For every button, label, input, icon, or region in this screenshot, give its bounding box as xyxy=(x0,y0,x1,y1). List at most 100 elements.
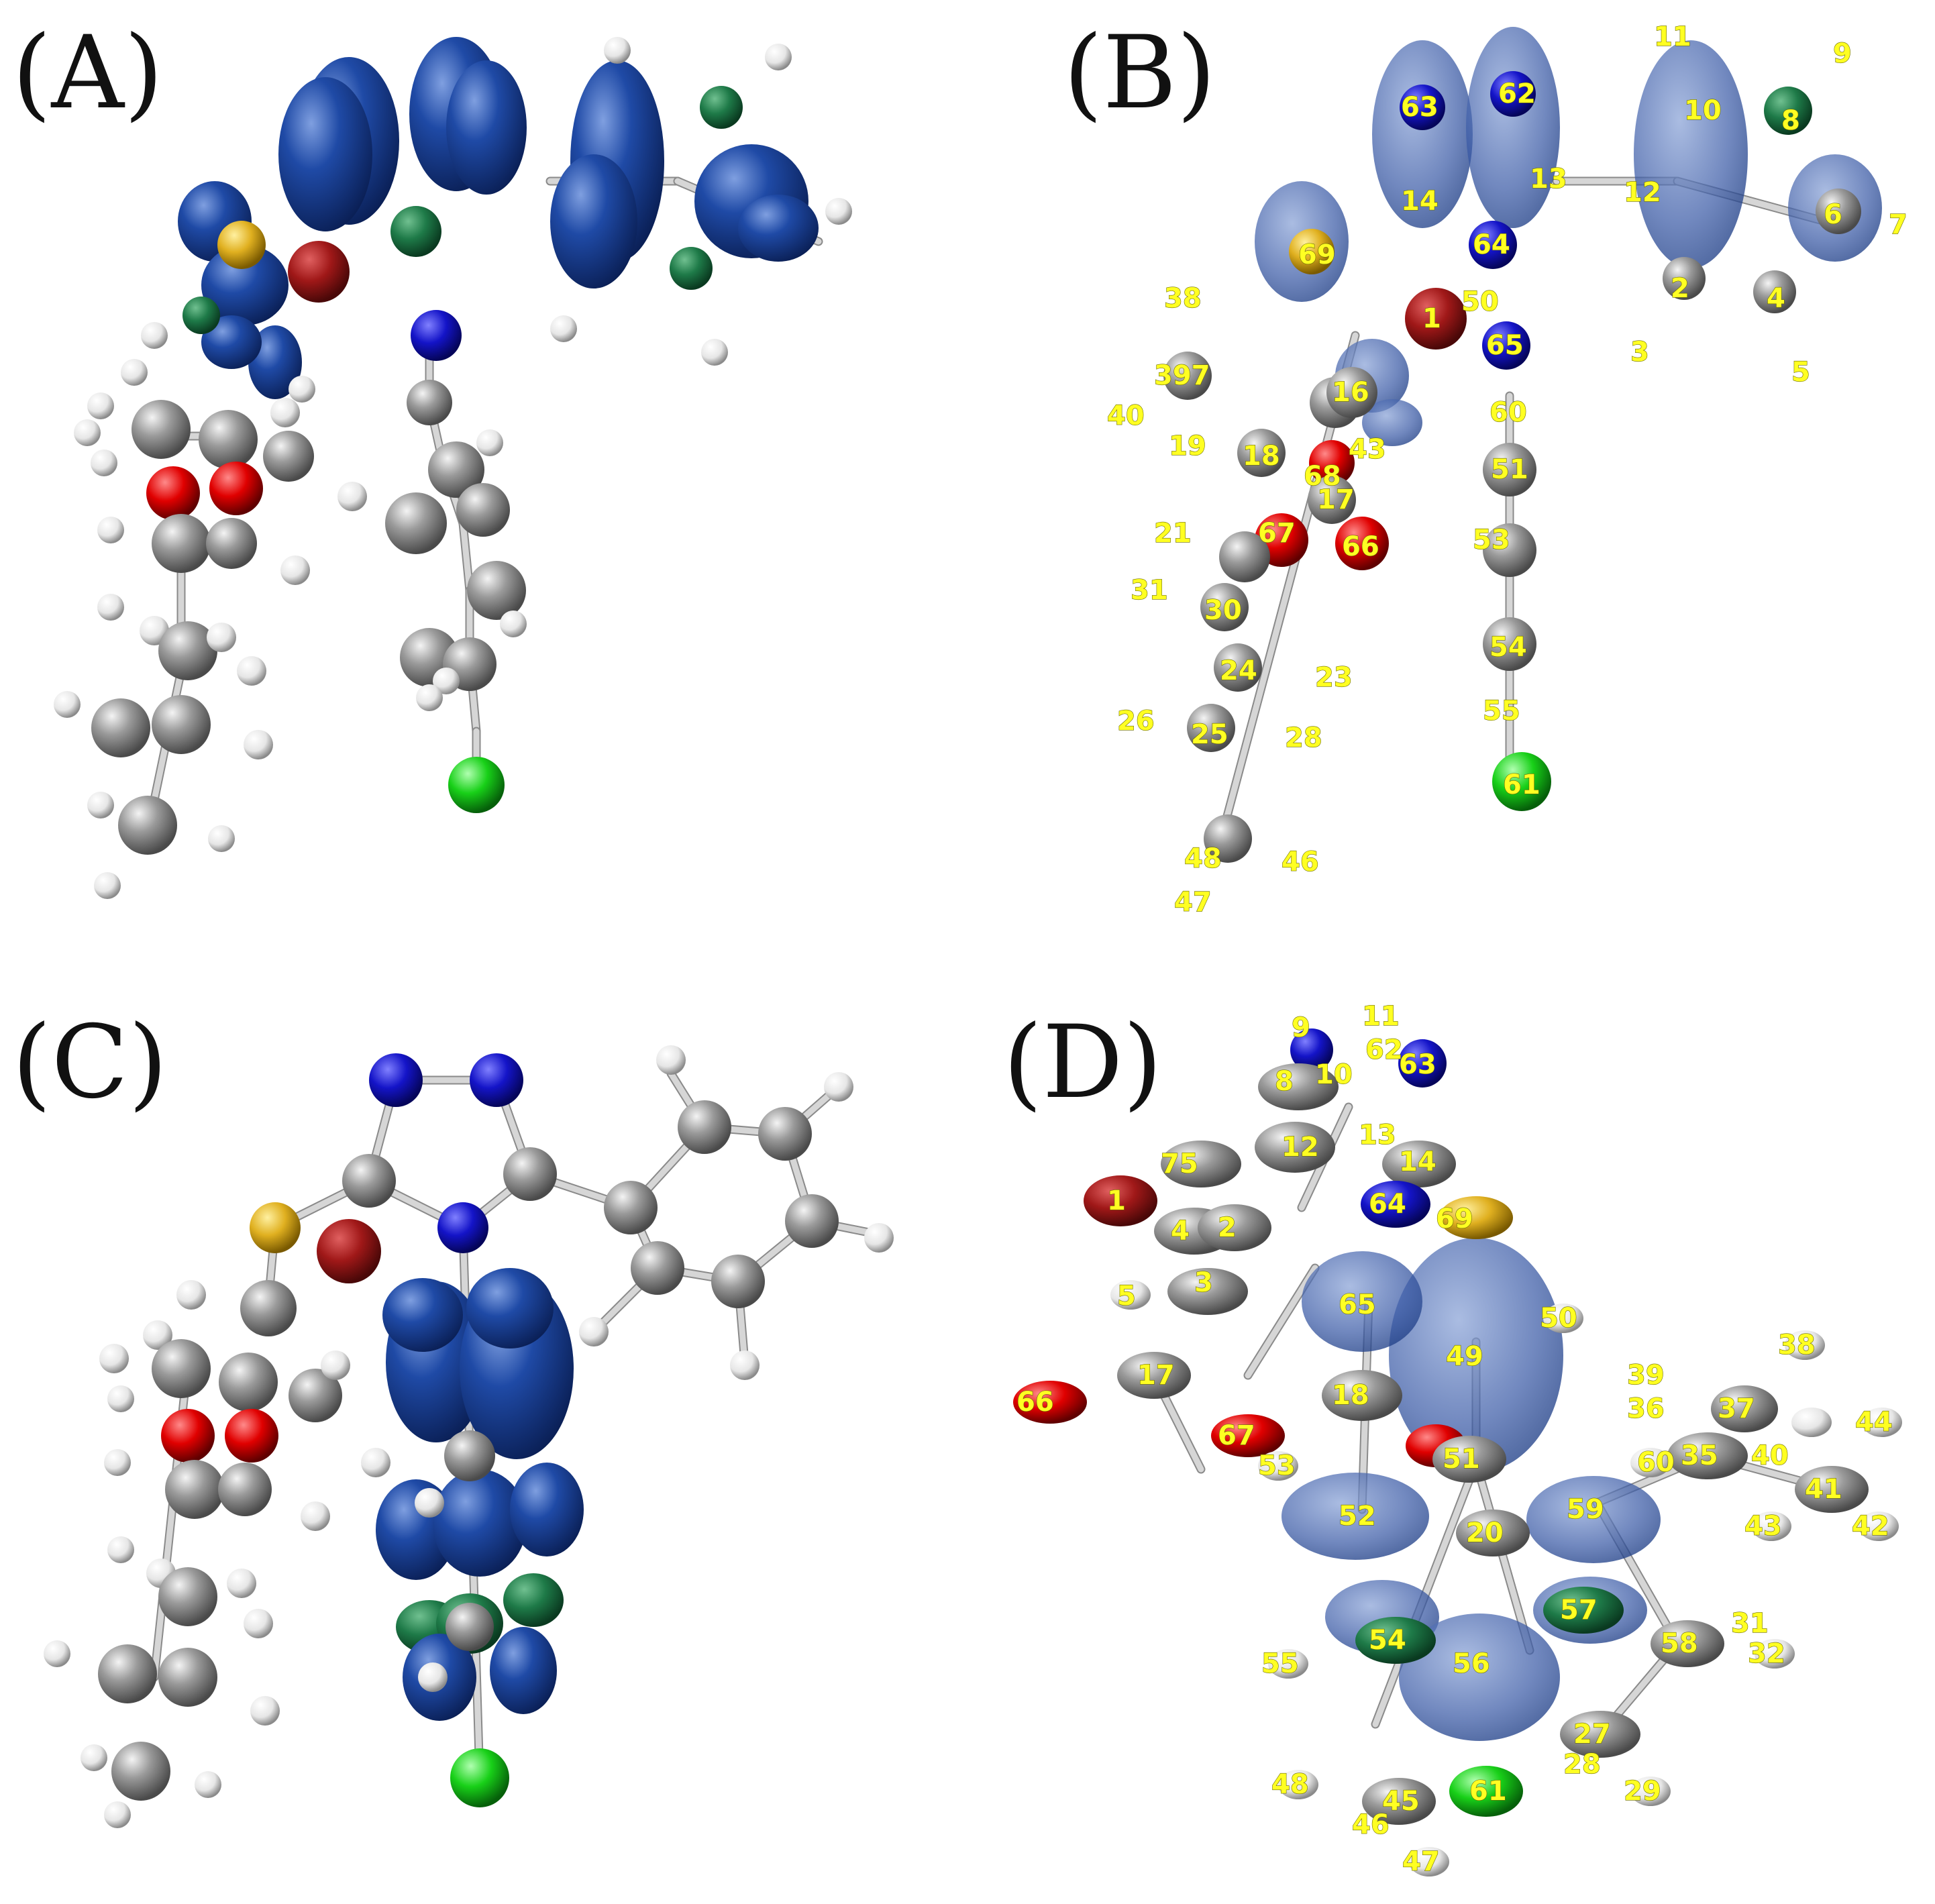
atom-label: 57 xyxy=(1560,1595,1598,1626)
atom-label: 64 xyxy=(1473,229,1510,260)
atom-label: 12 xyxy=(1624,177,1661,208)
atom-label: 68 xyxy=(1304,461,1341,492)
atom-label: 60 xyxy=(1489,397,1527,428)
atom-label: 9 xyxy=(1292,1012,1310,1043)
atom-label: 67 xyxy=(1258,518,1296,549)
atom-label: 30 xyxy=(1204,595,1242,626)
atom-label: 58 xyxy=(1661,1628,1698,1659)
atom-label: 62 xyxy=(1365,1035,1403,1065)
atom-label: 31 xyxy=(1731,1608,1769,1639)
panel-a-atoms xyxy=(54,37,852,899)
atom-label: 42 xyxy=(1852,1511,1889,1542)
atom-label: 48 xyxy=(1271,1769,1309,1800)
atom-label: 5 xyxy=(1791,357,1810,388)
panel-b-molecule: 63 62 11 9 10 8 14 13 12 6 7 69 64 38 1 … xyxy=(1106,21,1907,918)
atom-label: 45 xyxy=(1382,1786,1420,1817)
panel-c-molecule xyxy=(44,1045,894,1828)
atom-label: 40 xyxy=(1107,401,1145,431)
atom-label: 28 xyxy=(1563,1749,1601,1780)
atom-label: 2 xyxy=(1671,273,1689,304)
panel-c-orbital-lobes xyxy=(376,1268,584,1721)
atom-label: 69 xyxy=(1436,1204,1473,1234)
atom-label: 23 xyxy=(1315,662,1353,693)
atom-label: 62 xyxy=(1498,78,1536,109)
atom-label: 66 xyxy=(1342,531,1379,562)
atom-label: 17 xyxy=(1317,484,1355,515)
atom-label: 14 xyxy=(1399,1147,1436,1177)
atom-label: 32 xyxy=(1748,1638,1785,1669)
atom-label: 8 xyxy=(1275,1066,1294,1097)
atom-label: 56 xyxy=(1453,1648,1490,1679)
panel-d-molecule: 9 11 62 63 8 10 12 13 14 75 1 64 69 4 2 … xyxy=(1013,1000,1902,1878)
atom-label: 69 xyxy=(1298,240,1336,270)
atom-label: 44 xyxy=(1855,1407,1893,1438)
atom-label: 59 xyxy=(1567,1494,1604,1525)
atom-label: 53 xyxy=(1473,525,1510,556)
atom-label: 63 xyxy=(1399,1049,1436,1080)
atom-label: 65 xyxy=(1339,1289,1376,1320)
atom-label: 1 xyxy=(1107,1185,1126,1216)
atom-label: 54 xyxy=(1489,632,1527,663)
atom-label: 63 xyxy=(1401,92,1439,123)
panel-a-molecule xyxy=(54,37,852,899)
atom-label: 11 xyxy=(1362,1001,1400,1032)
atom-label: 5 xyxy=(1117,1281,1136,1312)
atom-label: 51 xyxy=(1443,1444,1480,1475)
atom-label: 50 xyxy=(1540,1303,1577,1334)
atom-label: 37 xyxy=(1718,1393,1755,1424)
atom-label: 52 xyxy=(1339,1501,1376,1532)
atom-label: 50 xyxy=(1461,286,1499,317)
atom-label: 9 xyxy=(1833,38,1852,69)
atom-label: 10 xyxy=(1315,1059,1353,1090)
atom-label: 16 xyxy=(1332,377,1369,408)
atom-label: 14 xyxy=(1401,186,1439,217)
panel-d-atoms xyxy=(1013,1028,1902,1876)
panel-label-a: (A) xyxy=(12,15,163,131)
atom-label: 51 xyxy=(1491,454,1528,485)
atom-label: 18 xyxy=(1332,1380,1369,1411)
atom-label: 7 xyxy=(1889,209,1907,240)
atom-label: 31 xyxy=(1131,575,1168,606)
atom-label: 8 xyxy=(1781,105,1800,136)
panel-d-atom-labels: 9 11 62 63 8 10 12 13 14 75 1 64 69 4 2 … xyxy=(1016,1000,1893,1877)
atom-label: 19 xyxy=(1169,431,1206,462)
atom-label: 47 xyxy=(1174,887,1212,918)
atom-label: 65 xyxy=(1486,330,1524,361)
atom-label: 41 xyxy=(1805,1474,1842,1505)
panel-b-atom-labels: 63 62 11 9 10 8 14 13 12 6 7 69 64 38 1 … xyxy=(1106,21,1907,918)
atom-label: 17 xyxy=(1137,1360,1175,1391)
atom-label: 12 xyxy=(1282,1132,1319,1163)
atom-label: 49 xyxy=(1446,1341,1483,1372)
atom-label: 66 xyxy=(1016,1387,1054,1418)
atom-label: 40 xyxy=(1751,1440,1789,1471)
atom-label: 47 xyxy=(1402,1846,1440,1877)
panel-d-orbital-lobes xyxy=(1282,1238,1661,1741)
atom-label: 61 xyxy=(1503,770,1540,800)
atom-label: 3 xyxy=(1194,1267,1213,1298)
atom-label: 53 xyxy=(1258,1450,1296,1481)
atom-label: 43 xyxy=(1349,434,1386,465)
atom-label: 397 xyxy=(1154,360,1210,391)
atom-label: 26 xyxy=(1117,706,1155,737)
atom-label: 64 xyxy=(1369,1189,1406,1220)
panel-b-atoms xyxy=(1163,71,1861,863)
atom-label: 38 xyxy=(1778,1330,1816,1361)
atom-label: 46 xyxy=(1352,1809,1390,1840)
atom-label: 11 xyxy=(1654,21,1691,52)
atom-label: 55 xyxy=(1483,696,1520,727)
atom-label: 25 xyxy=(1191,719,1228,750)
atom-label: 46 xyxy=(1282,847,1319,878)
atom-label: 43 xyxy=(1744,1511,1782,1542)
atom-label: 36 xyxy=(1627,1393,1665,1424)
panel-label-c: (C) xyxy=(12,1004,168,1121)
atom-label: 39 xyxy=(1627,1360,1665,1391)
atom-label: 54 xyxy=(1369,1625,1406,1656)
panel-c-atoms xyxy=(44,1045,894,1828)
atom-label: 38 xyxy=(1164,283,1202,314)
atom-label: 13 xyxy=(1359,1120,1396,1151)
panel-label-d: (D) xyxy=(1003,1004,1162,1121)
atom-label: 67 xyxy=(1218,1420,1255,1451)
panel-label-b: (B) xyxy=(1063,15,1216,131)
atom-label: 48 xyxy=(1184,843,1222,874)
